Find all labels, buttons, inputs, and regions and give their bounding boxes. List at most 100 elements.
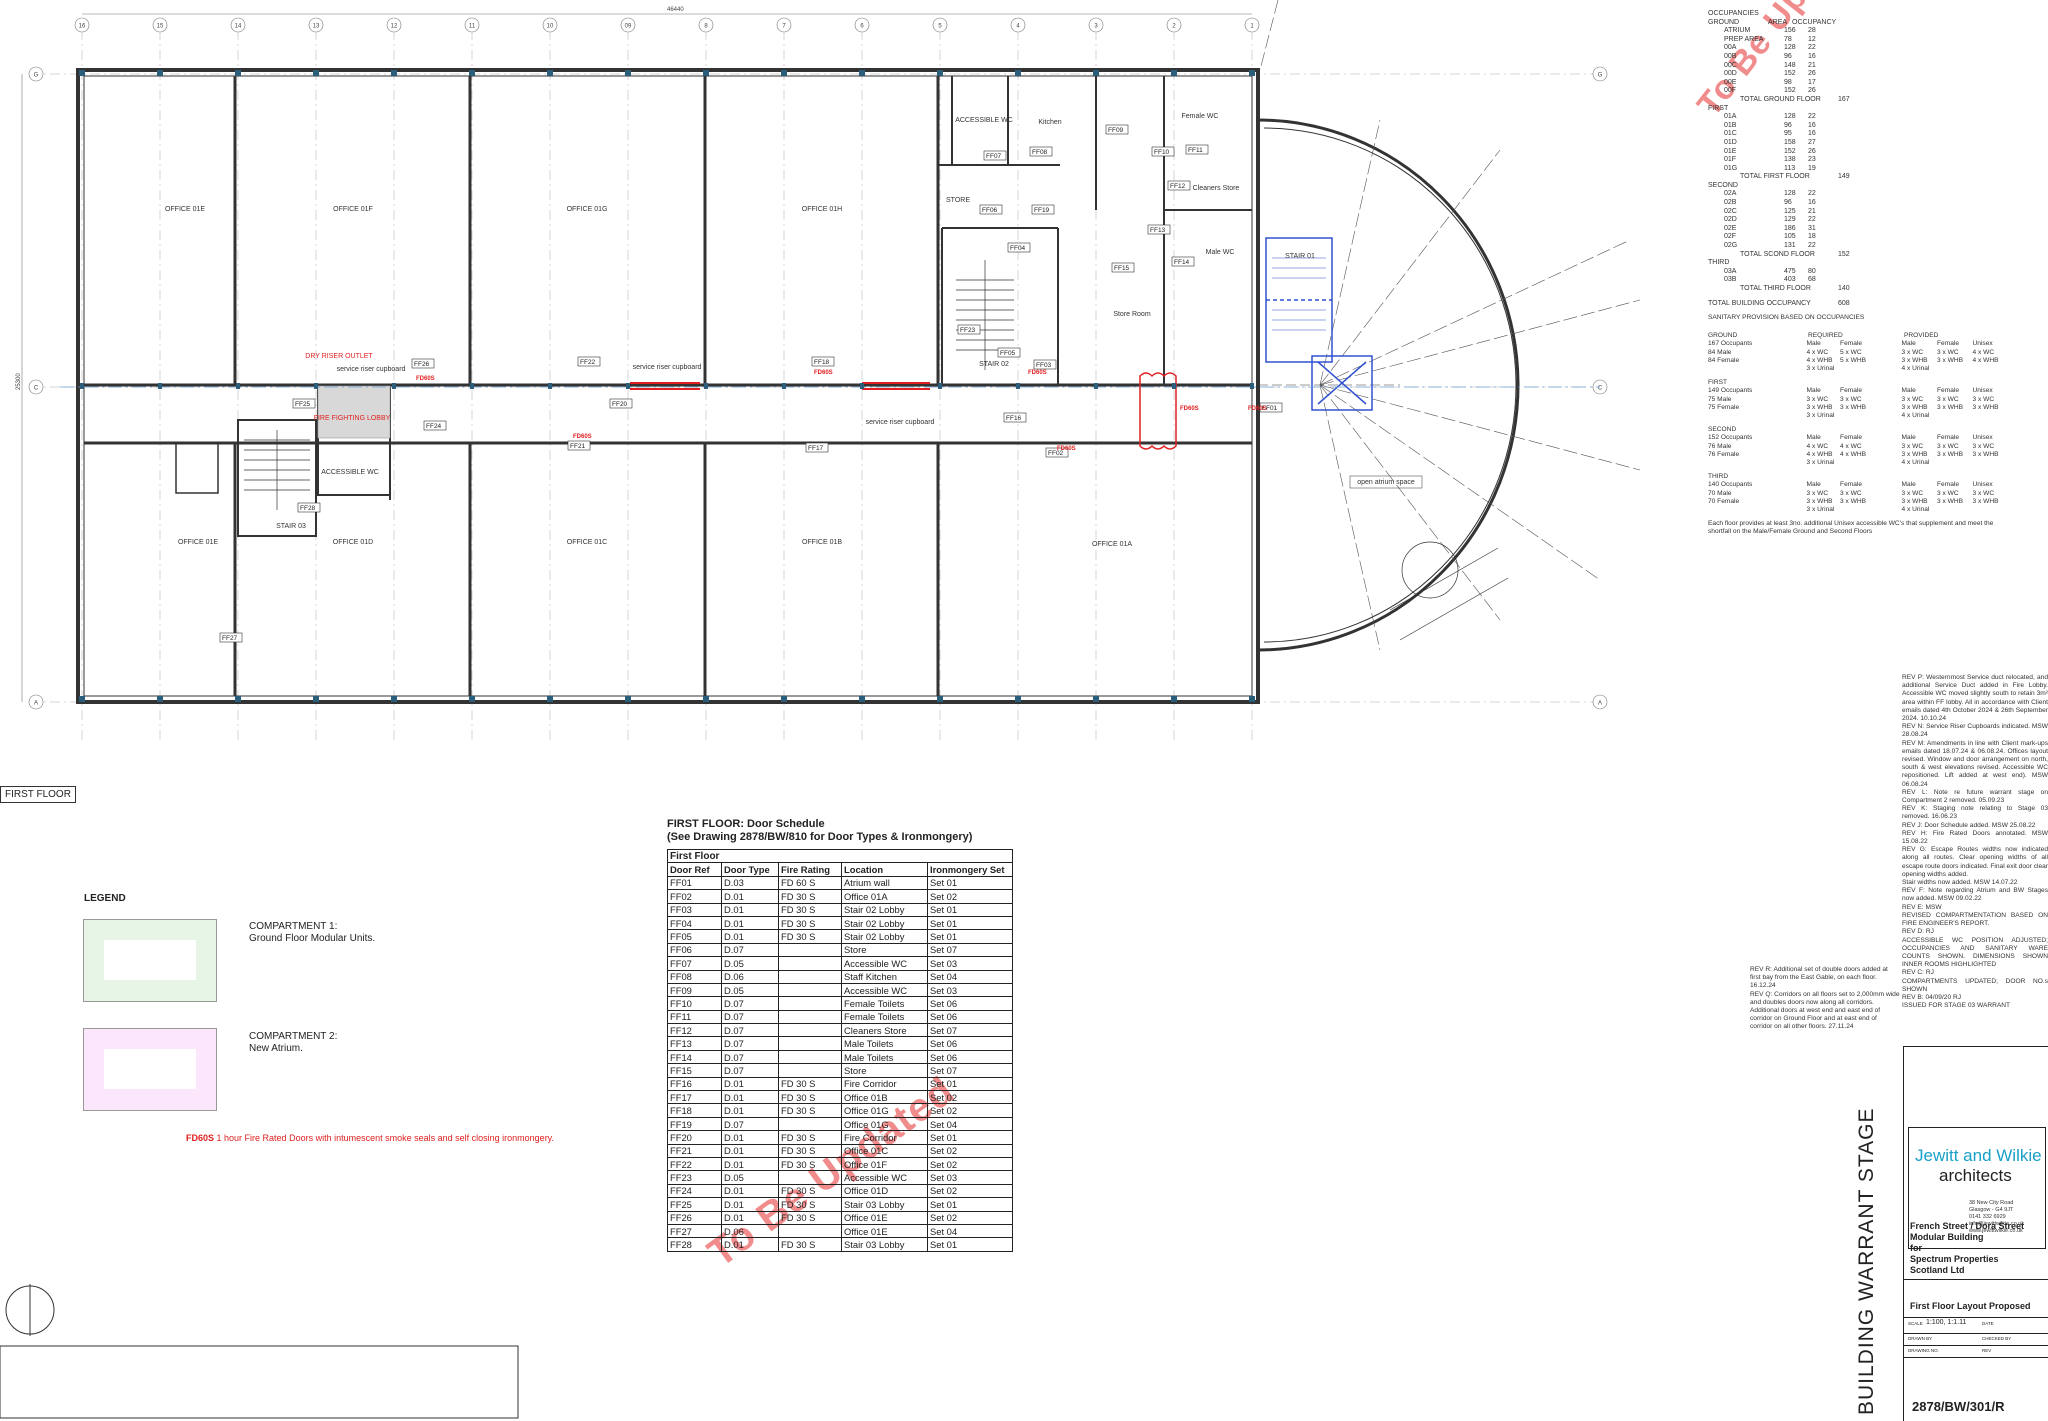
door-schedule-cell: FD 30 S <box>778 1210 842 1225</box>
occupancy-floor: THIRD <box>1708 259 1730 267</box>
occupancy-area: 186 <box>1784 224 1796 232</box>
occupancy-room: 03B <box>1724 276 1737 284</box>
room-label: ACCESSIBLE WC <box>955 117 1013 124</box>
sanitary-cell: 3 x WHB <box>1972 497 1999 505</box>
occupancy-room: 02A <box>1724 190 1737 198</box>
door-tag: FF15 <box>1114 265 1130 272</box>
revision-entry: REV D: RJ <box>1902 928 1934 936</box>
door-schedule-cell: D.01 <box>721 1103 779 1118</box>
fire-shutters <box>630 372 1177 450</box>
dim-top: 46440 <box>667 7 684 13</box>
occupancy-room: ATRIUM <box>1724 27 1751 35</box>
occupancy-room: 02E <box>1724 224 1737 232</box>
door-schedule-cell <box>778 996 842 1011</box>
door-schedule-cell: D.01 <box>721 1130 779 1145</box>
sanitary-note: Each floor provides at least 3no. additi… <box>1708 520 1994 536</box>
occupancy-area: 158 <box>1784 138 1796 146</box>
door-schedule-cell: Office 01C <box>841 1143 928 1158</box>
door-schedule-cell: Set 06 <box>927 1036 1013 1051</box>
door-schedule-cell <box>778 956 842 971</box>
occupancy-total-value: 140 <box>1838 285 1850 292</box>
door-schedule-cell: D.07 <box>721 1116 779 1132</box>
sanitary-cell <box>1840 412 1874 420</box>
sanitary-gender: 76 Male <box>1708 442 1732 450</box>
door-schedule-cell: FD 30 S <box>778 1130 842 1145</box>
door-schedule-cell: FF12 <box>667 1023 722 1038</box>
sanitary-cell: 3 x Urinal <box>1806 459 1835 467</box>
sanitary-cell: 5 x WHB <box>1840 356 1867 364</box>
door-schedule-cell: Set 04 <box>927 1223 1013 1239</box>
sanitary-gender: 70 Male <box>1708 489 1732 497</box>
drawing-no-label: DRAWING NO. <box>1908 1348 1939 1353</box>
sanitary-occupants: 152 Occupants <box>1708 434 1753 442</box>
door-schedule-cell: Office 01G <box>841 1103 928 1118</box>
door-schedule-cell <box>778 1170 842 1185</box>
door-tag: FF05 <box>1000 350 1016 357</box>
grid-row-label: A <box>34 701 38 707</box>
door-schedule-cell: Set 01 <box>927 915 1013 931</box>
door-schedule-cell: D.01 <box>721 915 779 931</box>
room-label: OFFICE 01A <box>1092 541 1132 548</box>
door-schedule-cell: D.07 <box>721 1049 779 1065</box>
grid-column-label: 4 <box>1016 24 1020 30</box>
sanitary-cell: 4 x WC <box>1806 348 1829 356</box>
room-label: service riser cupboard <box>633 364 702 371</box>
sanitary-title: SANITARY PROVISION BASED ON OCCUPANCIES <box>1708 314 1865 321</box>
sanitary-cell: 4 x Urinal <box>1901 459 1930 467</box>
room-label: STAIR 01 <box>1285 253 1315 260</box>
occupancy-room: 00B <box>1724 52 1737 60</box>
door-schedule-cell: D.07 <box>721 942 779 958</box>
door-schedule-cell: FD 30 S <box>778 1156 842 1172</box>
door-tag: FF28 <box>300 505 316 512</box>
door-tag: FF24 <box>426 423 442 430</box>
room-label: Cleaners Store <box>1193 185 1240 192</box>
rev-label: REV <box>1982 1348 1992 1353</box>
room-label: Male WC <box>1206 249 1235 256</box>
sanitary-cell <box>1937 459 1972 467</box>
sanitary-cell: 4 x WHB <box>1806 450 1833 458</box>
sanitary-col: Male <box>1901 434 1916 442</box>
door-schedule-cell: D.07 <box>721 996 779 1011</box>
sanitary-cell <box>1840 459 1874 467</box>
door-schedule-cell: Set 02 <box>927 1103 1013 1118</box>
grid-column-label: 1 <box>1250 24 1254 30</box>
door-schedule-cell: FD 30 S <box>778 1090 842 1105</box>
drawing-label: FIRST FLOOR <box>0 786 76 803</box>
address-line: 0141 332 6929 <box>1969 1214 2006 1220</box>
door-schedule-header: Door Ref <box>667 862 722 877</box>
door-schedule-cell: FF04 <box>667 915 722 931</box>
date-label: DATE <box>1982 1321 1994 1326</box>
door-schedule-heading: FIRST FLOOR: Door Schedule <box>667 818 825 830</box>
revision-entry: REV R: Additional set of double doors ad… <box>1750 966 1888 990</box>
checked-label: CHECKED BY <box>1982 1336 2012 1341</box>
occupancy-count: 26 <box>1808 70 1816 78</box>
door-schedule-cell: FF26 <box>667 1210 722 1225</box>
door-schedule-cell: Set 02 <box>927 1183 1013 1199</box>
sanitary-cell <box>1937 506 1972 514</box>
fire-lobby-fill <box>317 385 391 439</box>
firm-name: Jewitt and Wilkie <box>1915 1146 2042 1165</box>
door-tag: FF18 <box>814 359 830 366</box>
grid-row-label: C <box>1598 386 1603 392</box>
sanitary-cell: 3 x WHB <box>1901 403 1928 411</box>
sanitary-cell: 3 x WC <box>1901 348 1924 356</box>
occupancy-area: 152 <box>1784 70 1796 78</box>
door-schedule-cell: FF06 <box>667 942 722 958</box>
door-schedule-cell: Set 02 <box>927 1156 1013 1172</box>
legend-item-desc: New Atrium. <box>249 1043 303 1054</box>
door-schedule-cell: Set 02 <box>927 1210 1013 1225</box>
door-tag: FF04 <box>1010 245 1026 252</box>
sanitary-cell <box>1973 412 2008 420</box>
door-schedule-cell: D.01 <box>721 1197 779 1212</box>
fd60s-note: FD60S 1 hour Fire Rated Doors with intum… <box>186 1133 554 1144</box>
sanitary-cell: 4 x WHB <box>1806 356 1833 364</box>
door-schedule-cell: FF23 <box>667 1170 722 1185</box>
door-schedule-cell: D.05 <box>721 982 779 998</box>
revision-entry: REV M: Amendments in line with Client ma… <box>1902 739 2048 788</box>
sanitary-cell: 4 x WHB <box>1840 450 1867 458</box>
